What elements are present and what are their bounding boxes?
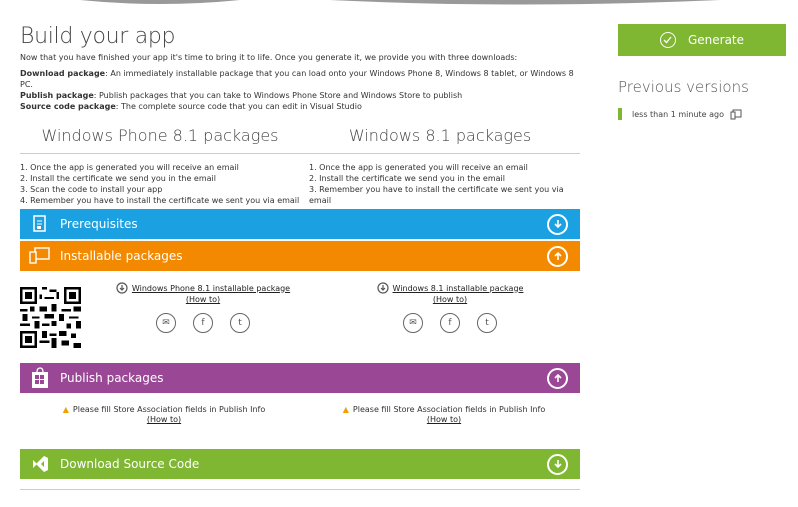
list-item: 3. Remember you have to install the cert…	[309, 185, 564, 205]
store-icon	[20, 367, 60, 389]
download-arrow-icon[interactable]	[547, 453, 568, 475]
list-item: Download package: An immediately install…	[20, 69, 574, 89]
pc-howto-link[interactable]: (How to)	[432, 295, 468, 304]
download-icon	[116, 282, 128, 294]
phone-package-link[interactable]: Windows Phone 8.1 installable package	[131, 283, 291, 293]
list-item: 4. Remember you have to install the cert…	[20, 196, 300, 205]
check-icon	[659, 32, 676, 48]
email-icon[interactable]: ✉	[156, 313, 176, 333]
phone-package: Windows Phone 8.1 installable package (H…	[108, 282, 298, 333]
list-item: 2. Install the certificate we send you i…	[309, 174, 505, 183]
publish-label: Publish packages	[60, 371, 164, 385]
twitter-icon[interactable]: t	[477, 313, 497, 333]
pc-publish-warning: ▲Please fill Store Association fields in…	[324, 405, 564, 424]
prerequisites-bar[interactable]: Prerequisites	[20, 209, 580, 239]
collapse-up-icon[interactable]	[547, 245, 568, 267]
phone-steps: 1. Once the app is generated you will re…	[20, 162, 300, 207]
collapse-up-icon[interactable]	[547, 367, 568, 389]
intro-text: Now that you have finished your app it's…	[20, 53, 518, 62]
phone-howto-link[interactable]: (How to)	[185, 295, 221, 304]
pc-column-title: Windows 8.1 packages	[348, 126, 532, 145]
version-label: less than 1 minute ago	[632, 109, 725, 119]
download-source-bar[interactable]: Download Source Code	[20, 449, 580, 479]
phone-share-buttons: ✉ f t	[108, 313, 298, 333]
version-item[interactable]: less than 1 minute ago	[618, 108, 786, 120]
phone-publish-warning: ▲Please fill Store Association fields in…	[44, 405, 284, 424]
publish-packages-bar[interactable]: Publish packages	[20, 363, 580, 393]
package-columns-header: Windows Phone 8.1 packages Windows 8.1 p…	[20, 126, 580, 154]
publish-howto-link[interactable]: (How to)	[146, 415, 182, 424]
visual-studio-icon	[20, 455, 60, 473]
warning-icon: ▲	[342, 405, 349, 414]
list-item: Source code package: The complete source…	[20, 102, 362, 111]
source-label: Download Source Code	[60, 457, 200, 471]
previous-versions-title: Previous versions	[618, 78, 749, 96]
facebook-icon[interactable]: f	[440, 313, 460, 333]
installable-label: Installable packages	[60, 249, 183, 263]
expand-down-icon[interactable]	[547, 213, 568, 235]
pc-package-link[interactable]: Windows 8.1 installable package	[392, 283, 524, 293]
pc-share-buttons: ✉ f t	[360, 313, 540, 333]
devices-icon[interactable]	[730, 109, 742, 120]
generate-button[interactable]: Generate	[618, 24, 786, 56]
twitter-icon[interactable]: t	[230, 313, 250, 333]
document-icon	[20, 215, 60, 233]
main-content: Build your app Now that you have finishe…	[20, 24, 580, 479]
pc-package: Windows 8.1 installable package (How to)…	[360, 282, 540, 333]
list-item: 3. Scan the code to install your app	[20, 185, 163, 194]
page-title: Build your app	[20, 24, 176, 49]
warning-text: Please fill Store Association fields in …	[72, 405, 266, 414]
downloads-list: Download package: An immediately install…	[20, 68, 580, 112]
top-decoration	[80, 0, 720, 5]
prerequisites-label: Prerequisites	[60, 217, 138, 231]
list-item: 2. Install the certificate we send you i…	[20, 174, 216, 183]
phone-column-title: Windows Phone 8.1 packages	[41, 126, 279, 145]
generate-label: Generate	[687, 33, 745, 47]
installable-content: Windows Phone 8.1 installable package (H…	[20, 271, 580, 361]
list-item: 1. Once the app is generated you will re…	[20, 163, 239, 172]
pc-steps: 1. Once the app is generated you will re…	[300, 162, 580, 207]
list-item: 1. Once the app is generated you will re…	[309, 163, 528, 172]
divider	[20, 489, 580, 490]
list-item: Publish package: Publish packages that y…	[20, 91, 463, 100]
publish-howto-link[interactable]: (How to)	[426, 415, 462, 424]
warning-text: Please fill Store Association fields in …	[352, 405, 546, 414]
facebook-icon[interactable]: f	[193, 313, 213, 333]
warning-icon: ▲	[62, 405, 69, 414]
publish-content: ▲Please fill Store Association fields in…	[20, 393, 580, 447]
email-icon[interactable]: ✉	[403, 313, 423, 333]
steps-row: 1. Once the app is generated you will re…	[20, 162, 580, 207]
version-marker	[618, 108, 622, 120]
qr-code[interactable]	[20, 287, 81, 348]
download-icon	[376, 282, 389, 294]
sidebar: Generate Previous versions less than 1 m…	[618, 24, 786, 120]
installable-packages-bar[interactable]: Installable packages	[20, 241, 580, 271]
devices-icon	[20, 247, 60, 265]
